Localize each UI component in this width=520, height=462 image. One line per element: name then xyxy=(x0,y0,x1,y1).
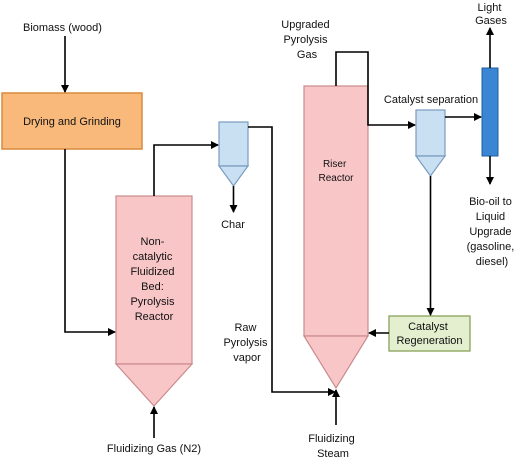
drying-grinding-box xyxy=(1,92,143,150)
catalyst-separation-cyclone xyxy=(414,109,447,178)
riser-reactor xyxy=(302,85,370,390)
raw-pyrolysis-vapor-label: Raw Pyrolysis vapor xyxy=(223,322,270,364)
arrow-riser-to-catalyst-separation xyxy=(335,51,416,129)
upgraded-gas-label: Upgraded Pyrolysis Gas xyxy=(281,19,332,61)
biomass-label: Biomass (wood) xyxy=(23,22,102,34)
catalyst-regeneration-label: Catalyst Regeneration xyxy=(396,321,462,347)
cyclone-separator xyxy=(217,121,250,188)
arrow-cyclone-to-riser xyxy=(248,126,336,396)
catalyst-separation-label: Catalyst separation xyxy=(384,94,478,106)
fluidizing-steam-label: Fluidizing Steam xyxy=(308,433,358,460)
arrow-reactor-to-cyclone xyxy=(153,141,219,196)
drying-grinding-label: Drying and Grinding xyxy=(23,116,121,128)
light-gases-label: Light Gases xyxy=(475,2,507,27)
separation-column xyxy=(481,67,499,157)
riser-reactor-label: Riser Reactor xyxy=(318,159,354,184)
fluidizing-gas-label: Fluidizing Gas (N2) xyxy=(107,443,201,455)
bio-oil-label: Bio-oil to Liquid Upgrade (gasoline, die… xyxy=(467,196,518,268)
fluidized-bed-reactor xyxy=(114,195,194,407)
arrow-drying-to-reactor xyxy=(64,149,116,336)
fluidized-bed-label: Non- catalytic Fluidized Bed: Pyrolysis … xyxy=(130,236,177,323)
char-label: Char xyxy=(221,219,245,231)
